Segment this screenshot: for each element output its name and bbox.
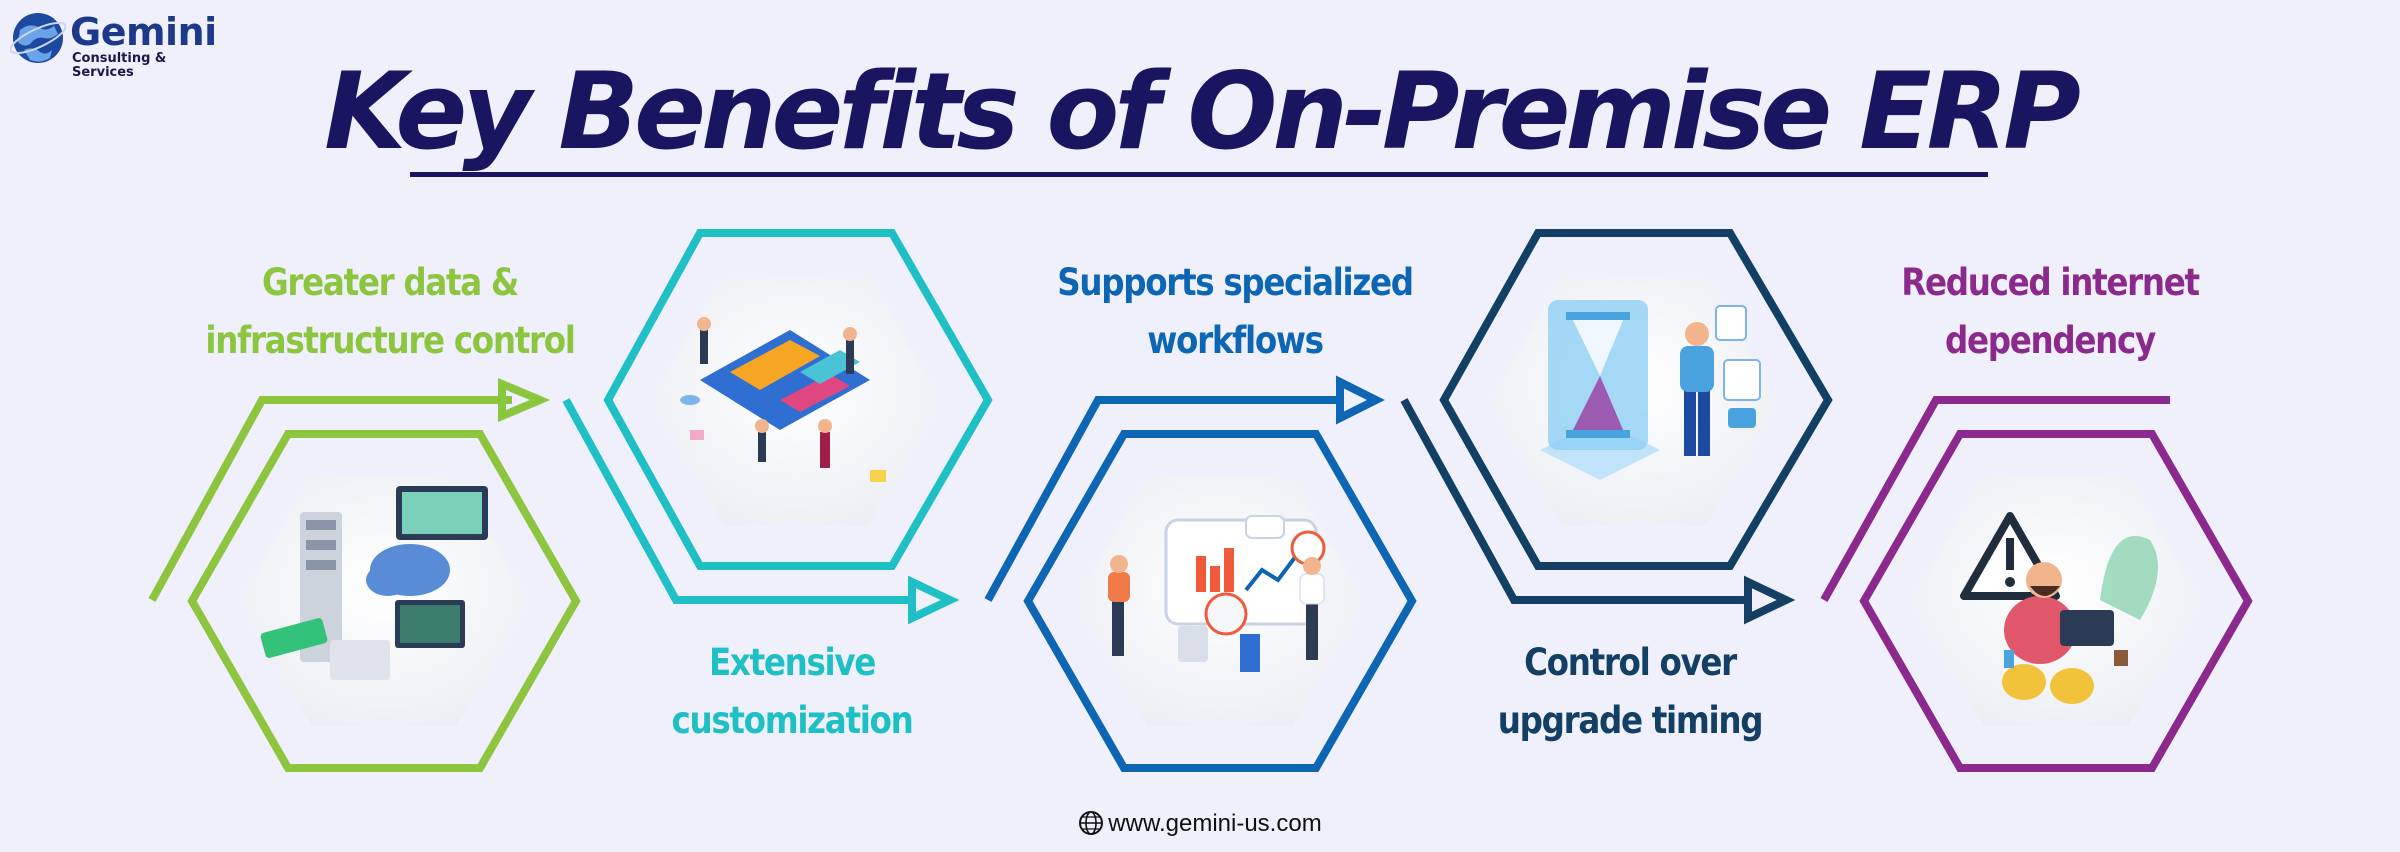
benefit-5-label-line2: dependency: [1945, 319, 2156, 362]
benefit-4-graphic: [1400, 229, 1833, 625]
benefit-2-label-line1: Extensive: [708, 641, 876, 684]
hourglass-timing-icon: [1540, 300, 1761, 480]
brand-name: Gemini: [70, 10, 217, 54]
benefit-3-label: Supports specialized workflows: [1015, 254, 1455, 370]
globe-icon: [1079, 811, 1104, 835]
globe-logo-icon: [10, 13, 66, 63]
brand-logo: Gemini Consulting & Services: [10, 8, 230, 80]
benefit-2-label: Extensive customization: [616, 634, 968, 750]
footer: www.gemini-us.com: [0, 810, 2400, 838]
benefit-3-label-line2: workflows: [1147, 319, 1324, 362]
benefit-4-label-line2: upgrade timing: [1497, 699, 1764, 742]
benefit-2-label-line2: customization: [671, 699, 914, 742]
footer-url-link[interactable]: www.gemini-us.com: [1108, 810, 1322, 837]
server-cloud-icon: [260, 486, 488, 680]
benefit-2-graphic: [562, 229, 993, 625]
benefit-1-label-line2: infrastructure control: [205, 319, 576, 362]
brand-tagline: Consulting & Services: [72, 51, 167, 80]
page-title: Key Benefits of On-Premise ERP: [324, 50, 2081, 173]
benefit-4-label-line1: Control over: [1524, 641, 1737, 684]
benefit-4-label: Control over upgrade timing: [1463, 634, 1797, 750]
benefit-1-graphic: [148, 377, 581, 772]
dashboard-team-icon: [680, 317, 886, 482]
benefit-5-label-line1: Reduced internet: [1901, 261, 2200, 304]
benefit-3-graphic: [984, 375, 1417, 772]
benefit-5-label: Reduced internet dependency: [1883, 254, 2217, 370]
warning-disconnect-icon: [1960, 512, 2158, 704]
benefit-5-graphic: [1820, 396, 2253, 772]
analytics-workflow-icon: [1108, 515, 1326, 672]
benefit-3-label-line1: Supports specialized: [1057, 261, 1414, 304]
benefit-1-label: Greater data & infrastructure control: [170, 254, 610, 370]
title-underline: [410, 172, 1988, 177]
benefit-1-label-line1: Greater data &: [262, 261, 519, 304]
